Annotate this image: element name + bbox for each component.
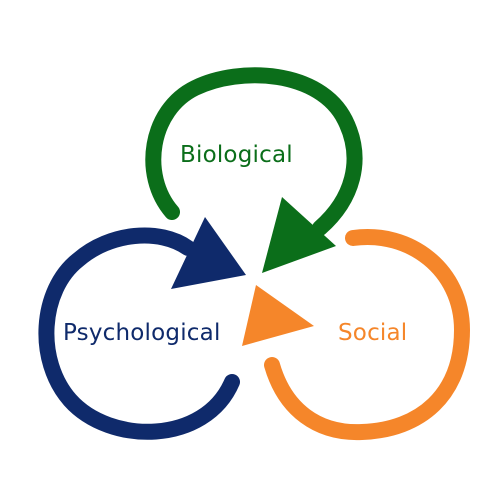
social-arrow-body (264, 229, 471, 441)
biological-label: Biological (180, 142, 293, 168)
psychological-arrow (38, 217, 246, 440)
biological-arrow-body (145, 67, 363, 236)
psychological-arrowhead (171, 217, 246, 289)
biological-arrow (145, 67, 363, 273)
social-label: Social (338, 320, 408, 346)
social-arrowhead (242, 285, 314, 346)
psychological-arrow-body (38, 227, 240, 440)
biological-arrowhead (262, 197, 336, 273)
psychological-label: Psychological (63, 320, 221, 346)
social-arrow (242, 229, 471, 441)
